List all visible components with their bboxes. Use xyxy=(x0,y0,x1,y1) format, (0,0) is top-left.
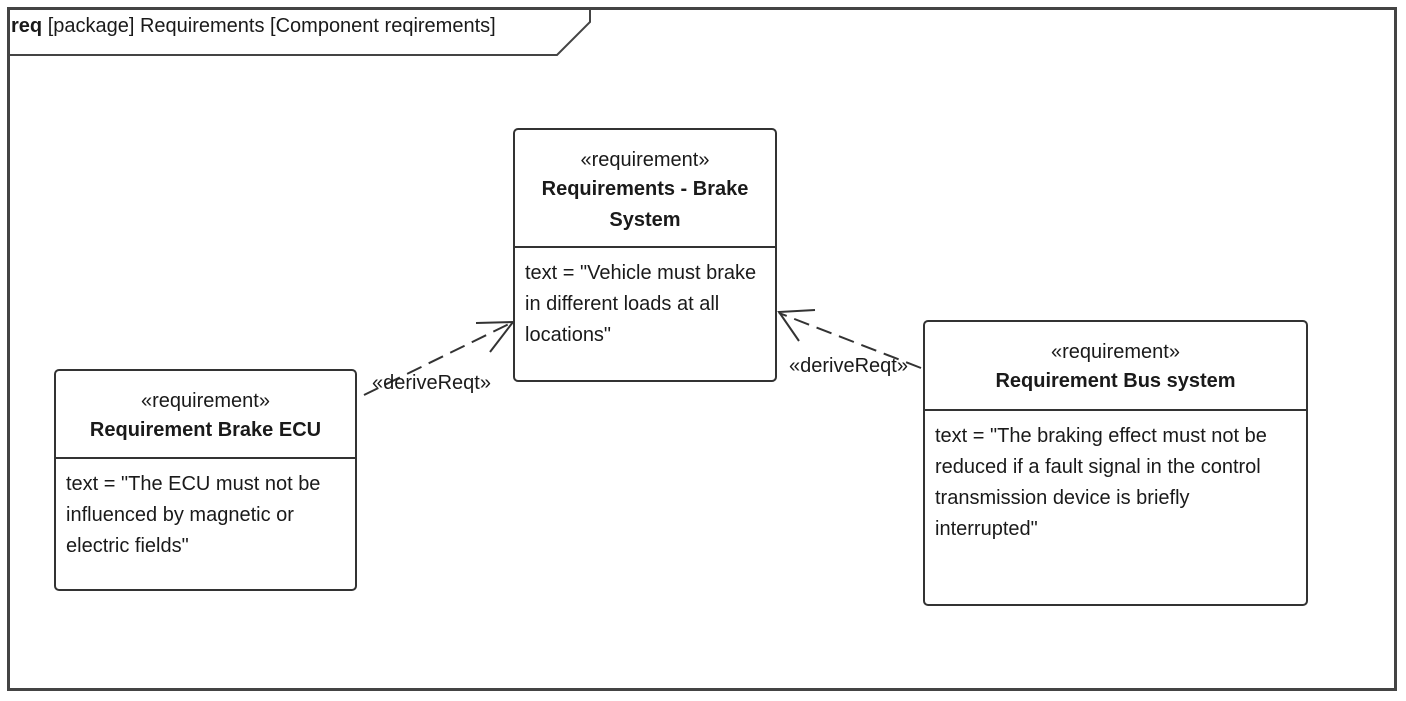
requirement-text: text = "The ECU must not be influenced b… xyxy=(66,473,321,557)
relation-label-bus-to-system: «deriveReqt» xyxy=(789,355,908,377)
stereotype-label: «requirement» xyxy=(141,390,270,412)
open-arrowhead-icon xyxy=(777,309,816,342)
requirement-block-brake-ecu[interactable]: «requirement» Requirement Brake ECU text… xyxy=(54,369,357,591)
frame-keyword: req xyxy=(11,15,43,37)
requirement-text: text = "The braking effect must not be r… xyxy=(935,425,1267,540)
stereotype-label: «requirement» xyxy=(1051,341,1180,363)
relation-label-ecu-to-system: «deriveReqt» xyxy=(372,372,491,394)
requirement-name: Requirements - Brake System xyxy=(541,178,749,231)
block-header: «requirement» Requirement Bus system xyxy=(925,322,1306,411)
block-header: «requirement» Requirements - Brake Syste… xyxy=(515,130,775,248)
derive-relation-bus-to-system[interactable] xyxy=(777,309,922,369)
frame-title-text: [package] Requirements [Component reqire… xyxy=(47,15,496,37)
requirement-block-bus-system[interactable]: «requirement» Requirement Bus system tex… xyxy=(923,320,1308,606)
stereotype-label: «requirement» xyxy=(580,149,710,171)
frame-title: req [package] Requirements [Component re… xyxy=(11,15,496,38)
diagram-frame xyxy=(7,7,1397,691)
requirement-name: Requirement Brake ECU xyxy=(89,419,322,441)
block-header: «requirement» Requirement Brake ECU xyxy=(56,371,355,459)
requirement-text: text = "Vehicle must brake in different … xyxy=(525,262,757,346)
requirement-name: Requirement Bus system xyxy=(995,370,1236,392)
requirement-block-brake-system[interactable]: «requirement» Requirements - Brake Syste… xyxy=(513,128,777,382)
open-arrowhead-icon xyxy=(475,320,516,353)
derive-relation-ecu-to-system[interactable] xyxy=(363,320,516,396)
